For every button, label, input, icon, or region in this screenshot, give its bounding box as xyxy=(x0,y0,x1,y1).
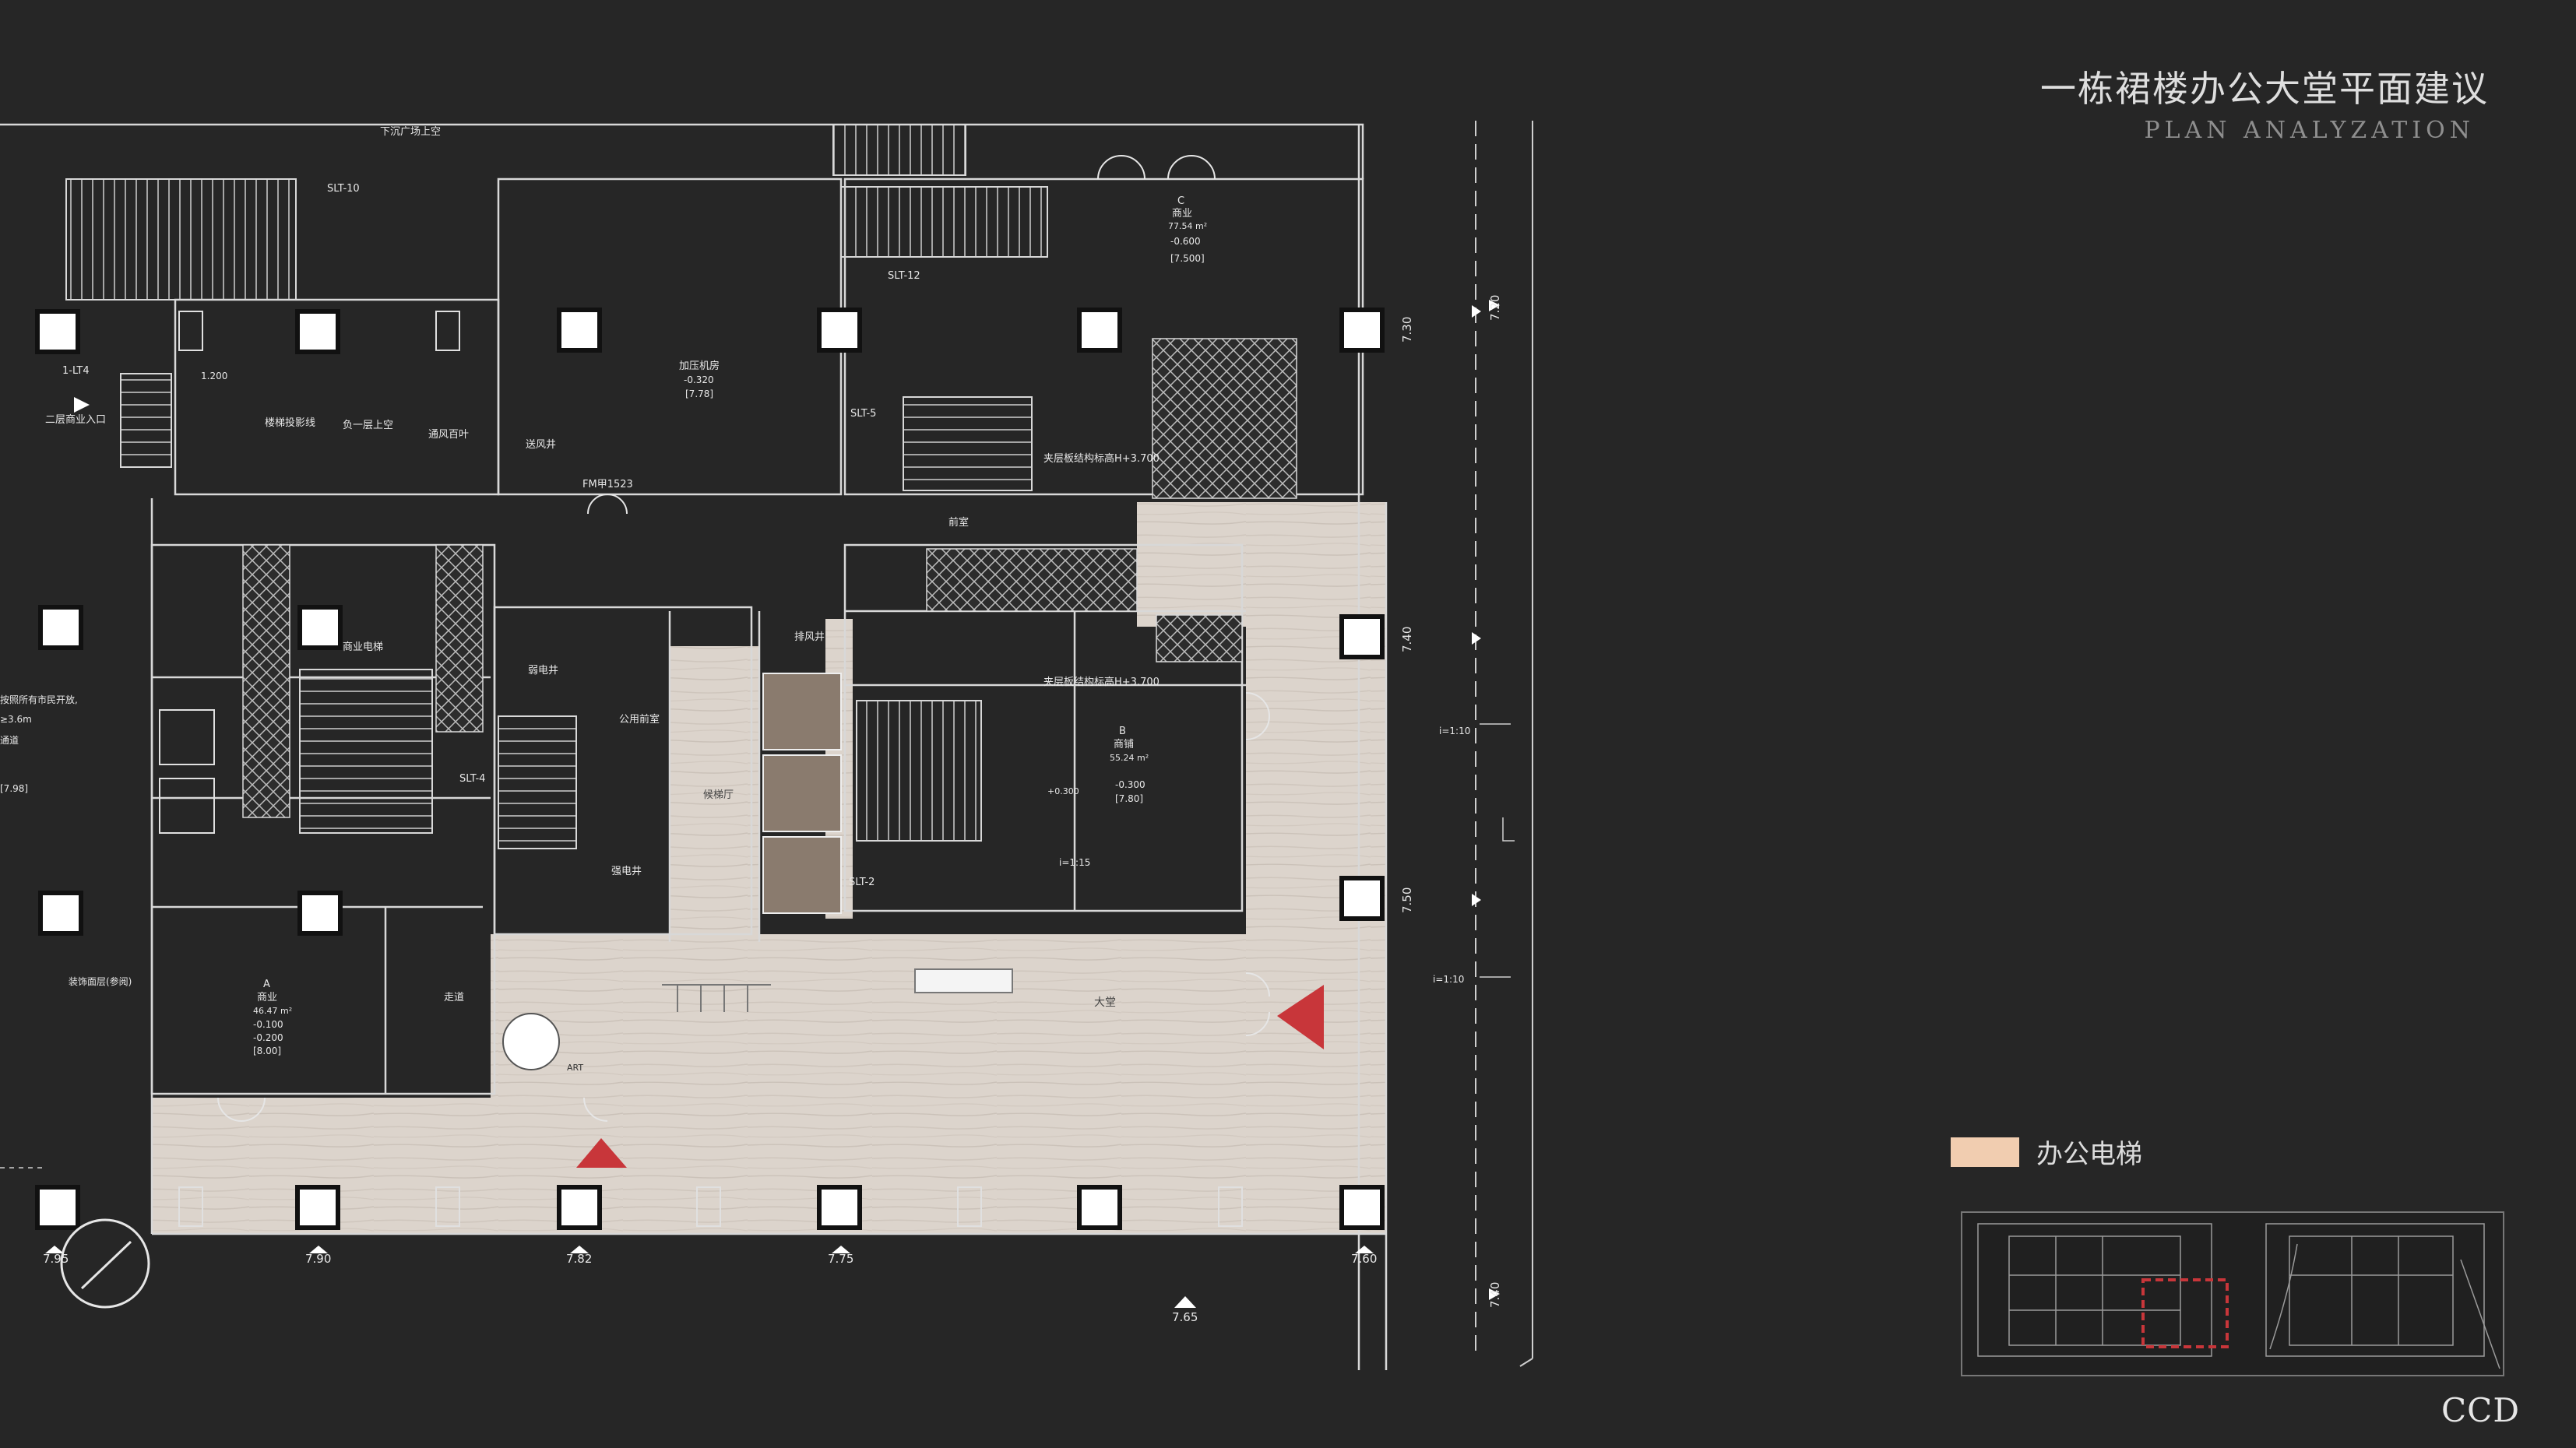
label-weak-elec: 弱电井 xyxy=(528,665,558,677)
label-smoke-vent: 送风井 xyxy=(526,439,556,451)
stairs xyxy=(65,124,1048,849)
label-shop-a: A xyxy=(263,979,270,990)
label-vent: 通风百叶 xyxy=(428,429,469,441)
label-shop-b-area: 55.24 m² xyxy=(1110,753,1149,763)
tick-782: 7.82 xyxy=(566,1252,592,1266)
label-front-room: 前室 xyxy=(948,516,969,529)
label-slope-3: i=1:15 xyxy=(1059,857,1090,868)
label-lv-300: +0.300 xyxy=(1047,786,1079,796)
entrance-markers xyxy=(74,397,1324,1168)
label-lv-7500: [7.500] xyxy=(1170,253,1205,264)
label-lv-1200: 1.200 xyxy=(201,371,227,381)
label-smoke-shaft: 排风井 xyxy=(794,631,825,643)
office-elevator-3 xyxy=(762,836,842,914)
office-elevator-2 xyxy=(762,754,842,832)
label-shop-c: C xyxy=(1177,195,1184,207)
label-north: N xyxy=(44,1197,67,1232)
second-floor-entry-arrow xyxy=(74,397,90,413)
label-lv-n0600: -0.600 xyxy=(1170,236,1201,247)
label-shop-a-use: 商业 xyxy=(257,992,277,1003)
tick-790: 7.90 xyxy=(305,1252,331,1266)
label-pressurize-level: -0.320 xyxy=(684,374,714,385)
label-pressurize-room: 加压机房 xyxy=(679,360,720,372)
tick-740b: 7.40 xyxy=(1488,1282,1502,1308)
label-deco-note: 装饰面层(参阅) xyxy=(69,975,132,987)
label-side-note-2: ≥3.6m xyxy=(0,714,32,725)
south-entrance-arrow xyxy=(576,1138,627,1168)
label-elevator-hall: 候梯厅 xyxy=(703,789,734,801)
label-lv-800: [8.00] xyxy=(253,1046,281,1056)
door-swings xyxy=(217,155,1270,1122)
tick-720: 7.20 xyxy=(1488,295,1502,321)
label-strong-elec: 强电井 xyxy=(611,866,642,877)
wall-louvers xyxy=(159,311,1243,1227)
label-shop-c-use: 商业 xyxy=(1172,208,1192,220)
key-plan-drawing xyxy=(1977,1223,2500,1369)
office-elevator-group xyxy=(762,673,842,914)
tick-760: 7.60 xyxy=(1351,1252,1377,1266)
elevation-markers xyxy=(45,300,1500,1308)
label-slt2: SLT-2 xyxy=(849,877,875,888)
office-elevator-1 xyxy=(762,673,842,750)
label-door-fm1523: FM甲1523 xyxy=(582,479,633,490)
label-lobby: 大堂 xyxy=(1094,996,1116,1009)
label-upper-basement: 负一层上空 xyxy=(343,420,393,431)
label-slt5: SLT-5 xyxy=(850,408,876,420)
label-shop-a-area: 46.47 m² xyxy=(253,1006,292,1016)
label-floor2-entry: 二层商业入口 xyxy=(45,414,106,426)
key-plan-thumbnail xyxy=(1961,1211,2504,1376)
label-slt4: SLT-4 xyxy=(459,773,485,785)
label-lv-n0100: -0.100 xyxy=(253,1019,283,1030)
label-slt12: SLT-12 xyxy=(888,270,920,282)
reception-desk xyxy=(914,968,1013,993)
label-public-toilet: 公用前室 xyxy=(619,713,660,726)
lobby-furniture xyxy=(502,968,1013,1070)
tick-765: 7.65 xyxy=(1172,1310,1198,1324)
label-lt4: 1-LT4 xyxy=(62,365,90,377)
label-side-note-3: 通道 xyxy=(0,735,19,746)
north-arrow xyxy=(60,1218,150,1309)
label-shop-b-use: 商铺 xyxy=(1114,739,1134,750)
label-shop-c-area: 77.54 m² xyxy=(1168,221,1207,231)
label-slope-1: i=1:10 xyxy=(1439,726,1470,736)
label-corridor: 走道 xyxy=(444,992,464,1003)
label-mezz-level-1: 夹层板结构标高H+3.700 xyxy=(1043,452,1160,465)
legend-label: 办公电梯 xyxy=(2036,1139,2142,1170)
tick-750: 7.50 xyxy=(1400,887,1414,913)
label-shop-b: B xyxy=(1119,726,1126,737)
shaft-hatches xyxy=(242,338,1297,818)
tick-740: 7.40 xyxy=(1400,627,1414,652)
page-subtitle: PLAN ANALYZATION xyxy=(2144,117,2475,144)
art-installation xyxy=(502,1013,560,1070)
tick-775: 7.75 xyxy=(828,1252,853,1266)
page-title: 一栋裙楼办公大堂平面建议 xyxy=(2040,68,2489,110)
site-boundary-lines xyxy=(0,121,1533,1367)
tick-730: 7.30 xyxy=(1400,317,1414,343)
label-top-note: 下沉广场上空 xyxy=(380,126,441,138)
label-side-note-1: 按照所有市民开放, xyxy=(0,694,78,705)
label-slt10: SLT-10 xyxy=(327,183,360,195)
label-slope-2: i=1:10 xyxy=(1433,974,1464,985)
east-entrance-arrow xyxy=(1277,985,1324,1049)
structural-columns xyxy=(35,308,1385,1230)
label-lv-n0200: -0.200 xyxy=(253,1032,283,1043)
plan-text: 下沉广场上空 大堂 候梯厅 A 商业 46.47 m² -0.100 -0.20… xyxy=(0,126,1502,1324)
label-art: ART xyxy=(567,1063,583,1073)
brand-logo: CCD xyxy=(2441,1391,2520,1429)
label-stair-proj: 楼梯投影线 xyxy=(265,416,315,429)
label-side-note-4: [7.98] xyxy=(0,783,28,794)
key-plan-highlight xyxy=(2141,1278,2229,1348)
label-pressurize-level2: [7.78] xyxy=(685,388,713,399)
legend-swatch-office-elevator xyxy=(1951,1137,2019,1167)
label-lv-n0300: -0.300 xyxy=(1115,779,1145,790)
public-floor-area xyxy=(152,502,1386,1234)
legend: 办公电梯 xyxy=(1951,1133,2142,1171)
tick-795: 7.95 xyxy=(43,1252,69,1266)
label-mezz-level-2: 夹层板结构标高H+3.700 xyxy=(1043,676,1160,688)
building-outline xyxy=(0,123,1388,1370)
label-biz-elevator: 商业电梯 xyxy=(343,641,383,653)
label-lv-780: [7.80] xyxy=(1115,793,1143,804)
